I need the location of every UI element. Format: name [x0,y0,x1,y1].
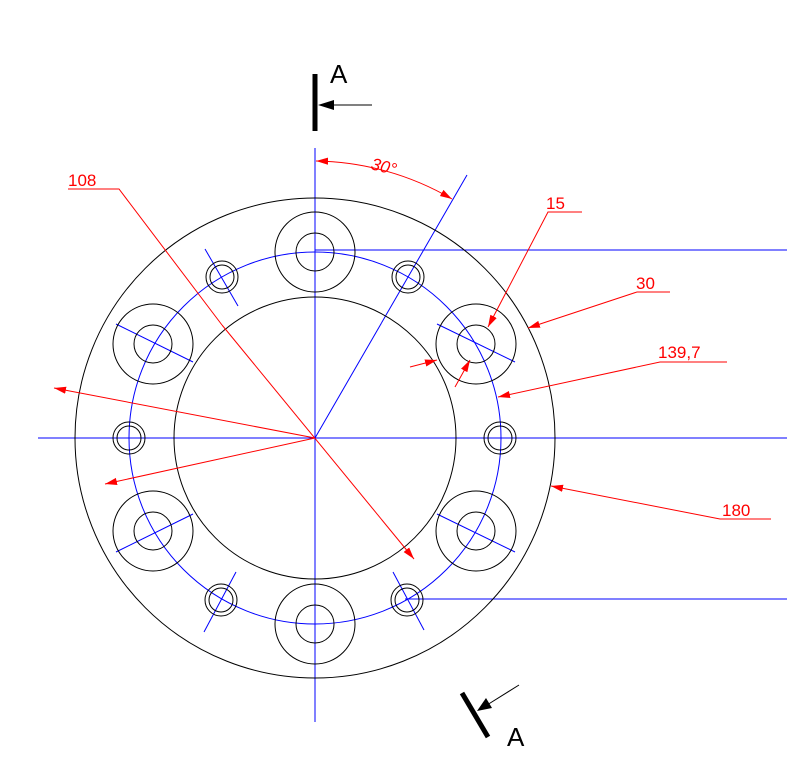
angle-reference-line [314,174,468,439]
dim-108-text: 108 [68,171,96,190]
small-hole [205,260,239,294]
large-hole [112,303,194,385]
dimensions [53,157,771,560]
large-hole [435,303,517,385]
dim-15-leader [487,211,582,328]
hole-center-mark [204,248,239,307]
bolt-circle [128,251,502,625]
section-marker-bottom: A [459,684,525,752]
large-hole [435,490,517,572]
flange-outline [74,197,556,679]
small-hole [204,583,238,617]
angle-dimension-text: 30° [369,154,399,179]
dim-30-leader [527,291,670,329]
dim-30-line [409,359,438,368]
dim-180-line [53,386,316,439]
inner-bore [173,296,457,580]
small-hole [391,260,425,294]
large-hole [274,211,356,293]
dim-139-7-text: 139,7 [658,343,701,362]
dim-139-7-line [104,437,316,485]
dim-108-leader [68,188,223,326]
hole-center-mark [115,323,194,363]
center-lines [38,148,787,722]
small-hole [483,421,517,455]
large-hole [274,583,356,665]
hole-center-mark [115,513,194,553]
dim-15-text: 15 [546,194,565,213]
section-marker-top: A [312,59,372,131]
dim-180-leader [550,484,771,520]
small-hole [112,421,146,455]
outer-circle [74,197,556,679]
dim-180-text: 180 [722,501,750,520]
section-label-top: A [330,59,348,89]
section-label-bottom: A [507,722,525,752]
large-hole [112,490,194,572]
hole-center-mark [203,571,237,633]
hole-center-mark [436,513,516,553]
small-hole [390,583,424,617]
dim-139-7-leader [497,361,727,398]
dim-30-text: 30 [636,274,655,293]
hole-center-mark [392,571,425,631]
dim-108-line [221,324,415,560]
dim-15-line [454,359,471,388]
hole-center-mark [436,323,516,363]
angle-dimension-arc [315,157,453,200]
